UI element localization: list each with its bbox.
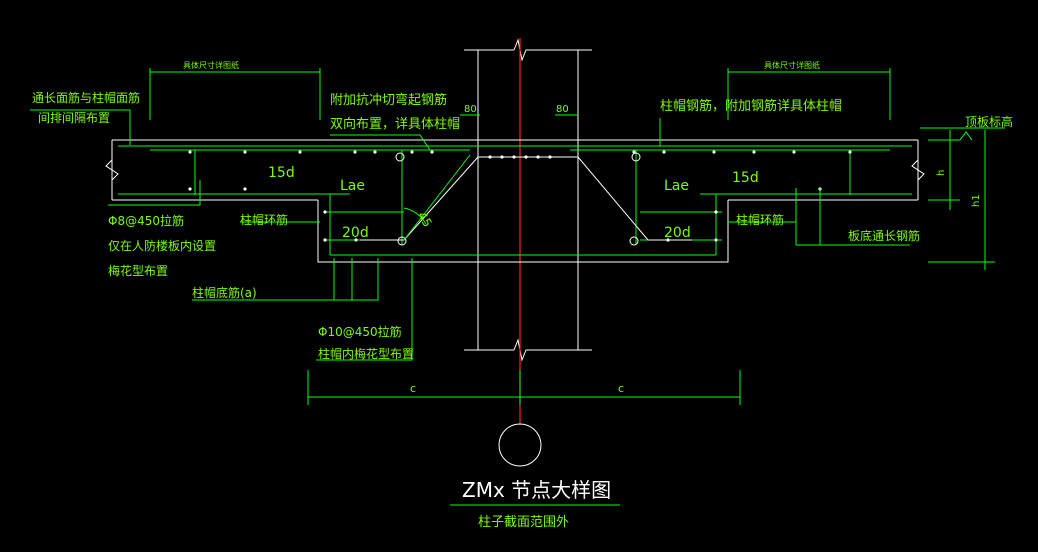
len-15d-right: 15d	[732, 170, 759, 186]
len-20d-right: 20d	[664, 225, 691, 241]
cap-bottom-bar: 柱帽底筋(a)	[192, 285, 257, 300]
dim-h: h	[936, 170, 947, 176]
drawing-subtitle: 柱子截面范围外	[478, 515, 569, 530]
bent-bars	[360, 154, 692, 241]
center-note-line-1: 附加抗冲切弯起钢筋	[330, 92, 447, 108]
right-note: 柱帽钢筋，附加钢筋详具体柱帽	[660, 98, 842, 114]
tie10-line-2: 柱帽内梅花型布置	[318, 346, 414, 361]
text-labels: 具体尺寸详图纸 具体尺寸详图纸 通长面筋与柱帽面筋 间排间隔布置 附加抗冲切弯起…	[32, 60, 1013, 530]
top-right-dim-label: 具体尺寸详图纸	[764, 60, 820, 70]
dim-h1: h1	[971, 194, 982, 207]
top-rebar	[118, 145, 912, 195]
dim-80-right: 80	[556, 104, 569, 115]
top-left-dim-label: 具体尺寸详图纸	[183, 60, 239, 70]
len-15d-left: 15d	[268, 165, 295, 181]
dim-80-left: 80	[464, 104, 477, 115]
leader-lines	[30, 109, 1005, 506]
left-note-line-1: 通长面筋与柱帽面筋	[32, 90, 140, 105]
drawing-title: ZMx 节点大样图	[462, 478, 611, 502]
angle-45-label: 45	[415, 209, 435, 229]
cap-ring-right: 柱帽环筋	[736, 212, 784, 227]
dim-c-left: c	[410, 382, 416, 395]
tie10-line-1: Φ10@450拉筋	[318, 324, 402, 339]
len-lae-left: Lae	[340, 178, 365, 194]
cap-ring-left: 柱帽环筋	[240, 212, 288, 227]
slab-top-elevation: 顶板标高	[965, 114, 1013, 129]
slab-bottom-bar: 板底通长钢筋	[848, 228, 920, 243]
column	[464, 38, 592, 362]
tie-note-line-3: 梅花型布置	[108, 263, 168, 278]
dim-c-right: c	[618, 382, 624, 395]
left-note-line-2: 间排间隔布置	[38, 111, 110, 125]
len-20d-left: 20d	[342, 225, 369, 241]
len-lae-right: Lae	[664, 178, 689, 194]
center-note-line-2: 双向布置，详具体柱帽	[330, 116, 460, 132]
slab-outline	[105, 139, 925, 263]
tie-note-line-2: 仅在人防楼板内设置	[108, 238, 216, 253]
dimension-lines	[149, 68, 995, 405]
cap-rebar	[323, 150, 722, 256]
tie-note-line-1: Φ8@450拉筋	[108, 213, 184, 228]
center-axis	[498, 38, 542, 467]
